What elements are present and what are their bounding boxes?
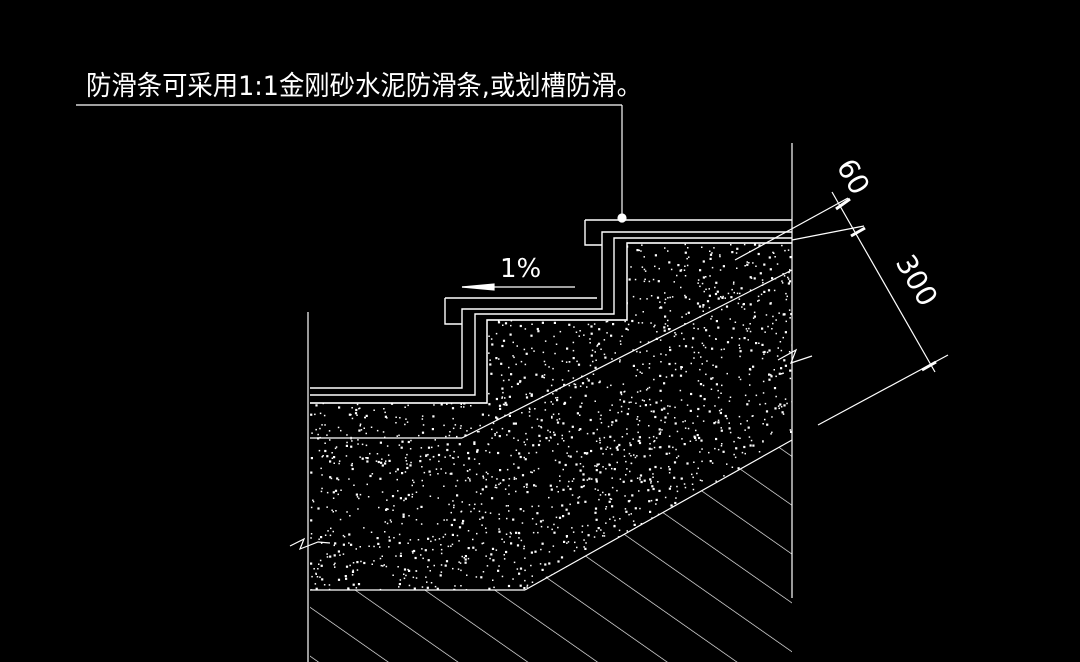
note-leader xyxy=(76,104,627,223)
stair-finish-layers xyxy=(310,219,792,404)
concrete-outline xyxy=(310,242,793,439)
slope-label: 1% xyxy=(500,254,541,284)
slope-arrow xyxy=(461,283,575,291)
earth-hatch xyxy=(310,439,793,662)
dimension-300: 300 xyxy=(889,249,944,312)
dimension-60: 60 xyxy=(830,153,876,200)
dimension-lines xyxy=(734,191,949,426)
break-marks xyxy=(289,348,813,551)
section-boundary-lines xyxy=(307,143,793,662)
anti-slip-note: 防滑条可采用1:1金刚砂水泥防滑条,或划槽防滑。 xyxy=(86,71,642,102)
